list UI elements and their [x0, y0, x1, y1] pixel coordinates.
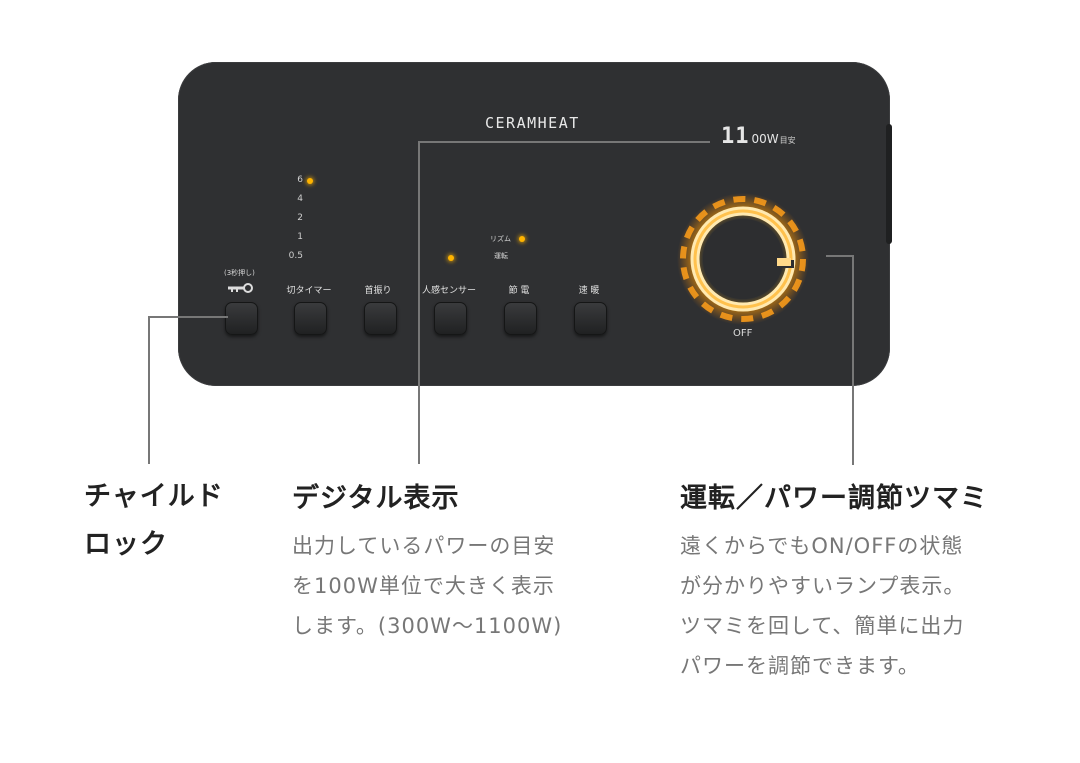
display-pointer-h — [418, 141, 710, 143]
quick-heat-button[interactable] — [574, 302, 607, 335]
timer-level: 2 — [297, 213, 303, 223]
display-hint: 目安 — [779, 136, 796, 145]
timer-level: 1 — [297, 232, 303, 242]
motion-sensor-label: 人感センサー — [421, 286, 476, 296]
rhythm-label: リズム — [490, 235, 511, 243]
dial-pointer-h — [826, 255, 854, 257]
digital-text-1: 出力しているパワーの目安 — [292, 534, 556, 558]
level-indicator-led — [307, 178, 313, 184]
power-save-button[interactable] — [504, 302, 537, 335]
sensor-indicator-led — [448, 255, 454, 261]
panel-edge — [886, 124, 892, 244]
dial-text-4: パワーを調節できます。 — [680, 654, 920, 678]
dial-text-3: ツマミを回して、簡単に出力 — [680, 614, 965, 638]
timer-level: 4 — [297, 194, 303, 204]
power-dial[interactable] — [674, 190, 812, 328]
key-icon — [228, 278, 254, 293]
child-lock-button[interactable] — [225, 302, 258, 335]
rhythm-indicator-led — [519, 236, 525, 242]
display-unit: 00W — [751, 132, 779, 146]
dial-glow-icon — [677, 193, 809, 325]
brand-logo: CERAMHEAT — [485, 114, 580, 132]
operation-label: 運転 — [494, 252, 508, 260]
digital-title: デジタル表示 — [292, 483, 460, 514]
dial-text-1: 遠くからでもON/OFFの状態 — [680, 534, 964, 558]
timer-level: 0.5 — [288, 251, 303, 261]
child-lock-title-1: チャイルド — [84, 481, 224, 512]
dial-title: 運転／パワー調節ツマミ — [680, 483, 988, 514]
display-digits: 11 — [721, 124, 750, 149]
dial-pointer-v — [852, 255, 854, 465]
off-timer-button[interactable] — [294, 302, 327, 335]
swing-button[interactable] — [364, 302, 397, 335]
timer-level-list: 6 4 2 1 0.5 — [285, 175, 315, 270]
lock-hint: (3秒押し) — [224, 269, 255, 277]
display-pointer-v — [418, 141, 420, 464]
motion-sensor-button[interactable] — [434, 302, 467, 335]
dial-off-label: OFF — [733, 328, 753, 339]
swing-label: 首振り — [364, 286, 392, 296]
child-lock-pointer-v — [148, 316, 150, 464]
child-lock-title-2: ロック — [84, 529, 168, 560]
digital-text-3: します。(300W〜1100W) — [292, 614, 563, 638]
timer-level: 6 — [285, 175, 313, 194]
digital-text-2: を100W単位で大きく表示 — [292, 574, 555, 598]
off-timer-label: 切タイマー — [286, 286, 332, 296]
power-save-label: 節 電 — [508, 286, 530, 296]
dial-text-2: が分かりやすいランプ表示。 — [680, 574, 966, 598]
quick-heat-label: 速 暖 — [578, 286, 600, 296]
child-lock-pointer-h — [148, 316, 228, 318]
